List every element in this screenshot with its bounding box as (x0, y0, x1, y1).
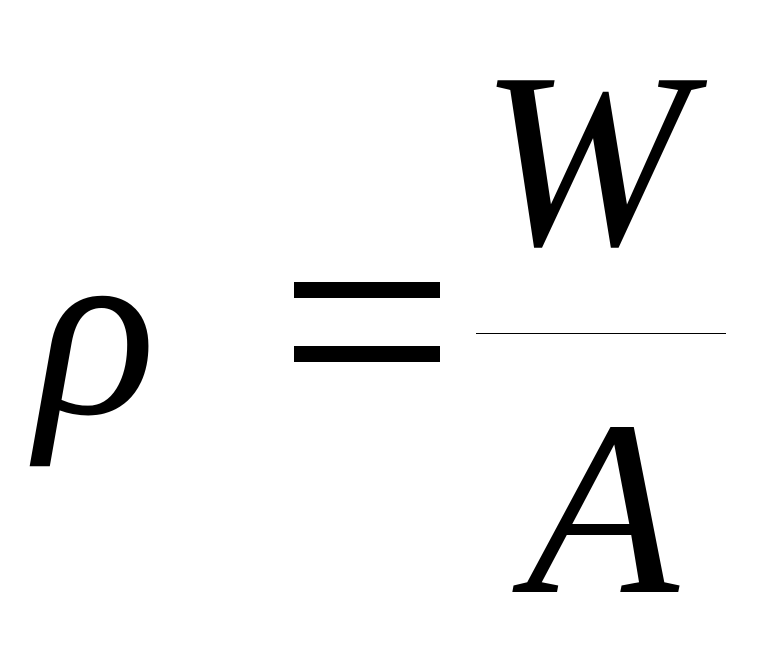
equals-bar-bottom (294, 346, 440, 362)
fraction-numerator: W (480, 22, 689, 299)
fraction-bar (476, 333, 726, 334)
rho-symbol: ρ (36, 191, 156, 468)
equals-sign (294, 282, 440, 362)
fraction-denominator: A (526, 370, 679, 647)
equals-bar-top (294, 282, 440, 298)
